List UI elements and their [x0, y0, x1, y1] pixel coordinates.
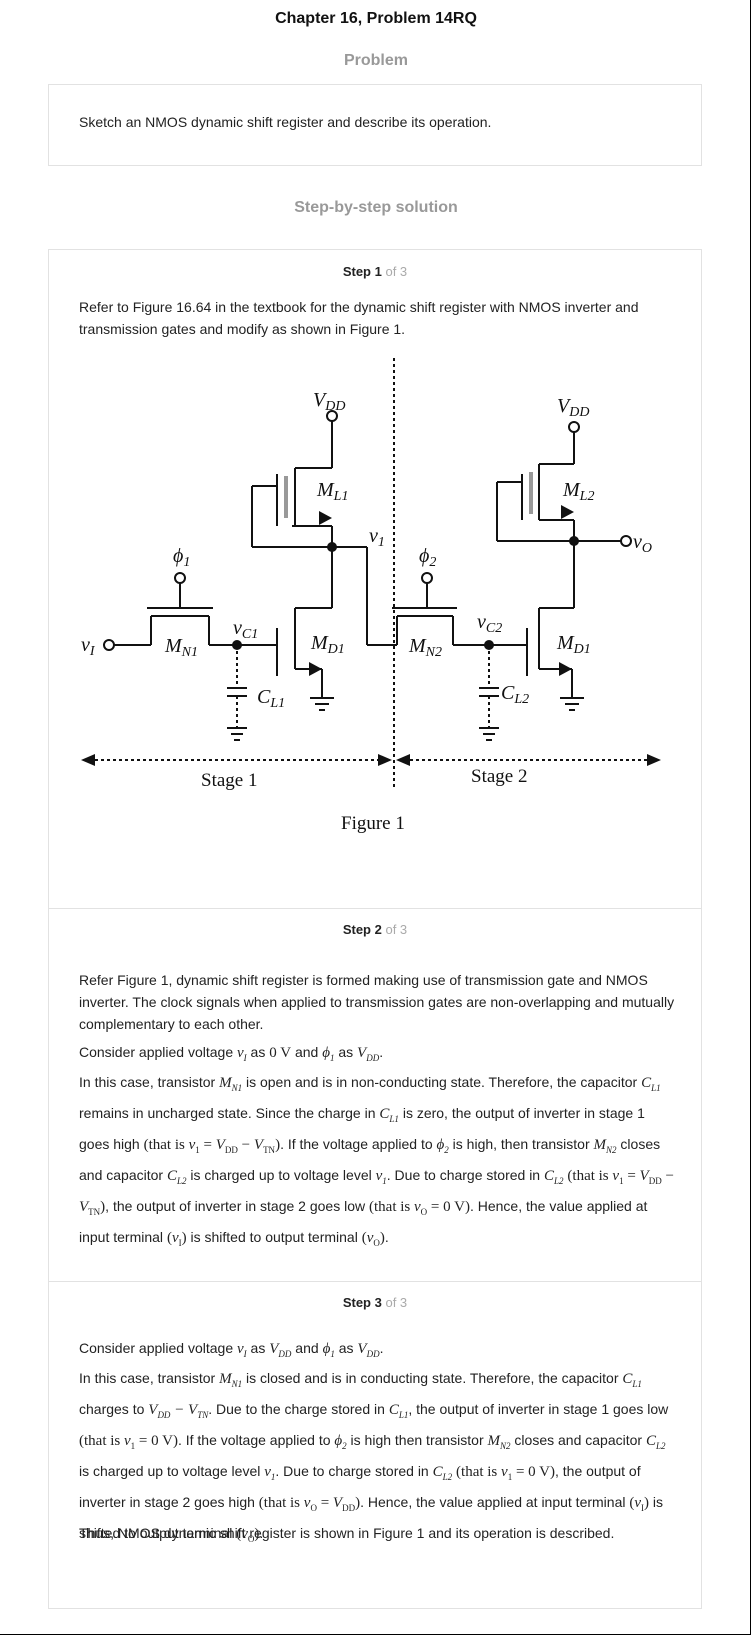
step-2-paragraph-3: In this case, transistor MN1 is open and…: [79, 1074, 674, 1248]
label-mn1: MN1: [164, 635, 198, 660]
label-phi2: ϕ2: [419, 545, 436, 570]
label-cl2: CL2: [501, 682, 529, 707]
problem-box: Sketch an NMOS dynamic shift register an…: [48, 84, 702, 166]
step-3-label: Step 3: [342, 1295, 382, 1310]
step-2-of: of 3: [385, 922, 408, 937]
label-cl1: CL1: [257, 686, 285, 711]
label-v1: v1: [369, 525, 385, 550]
label-mn2: MN2: [408, 635, 442, 660]
label-vc1: vC1: [233, 617, 258, 642]
label-vdd-2: VDD: [557, 395, 589, 420]
label-stage-2: Stage 2: [471, 766, 527, 787]
step-1-header: Step 1 of 3: [49, 264, 701, 279]
label-ml2: ML2: [562, 479, 594, 504]
label-ml1: ML1: [316, 479, 348, 504]
step-1-intro: Refer to Figure 16.64 in the textbook fo…: [79, 299, 639, 337]
step-2-label: Step 2: [342, 922, 382, 937]
step-1-label: Step 1: [342, 264, 382, 279]
solution-box: Step 1 of 3 Refer to Figure 16.64 in the…: [48, 249, 702, 1609]
step-3-paragraph-1: Consider applied voltage vI as VDD and ϕ…: [79, 1340, 384, 1359]
solution-heading: Step-by-step solution: [294, 199, 458, 216]
step-2-paragraph-2: Consider applied voltage vI as 0 V and ϕ…: [79, 1044, 384, 1063]
step-2-paragraph-1: Refer Figure 1, dynamic shift register i…: [79, 972, 675, 1032]
page-title: Chapter 16, Problem 14RQ: [275, 10, 477, 27]
step-3-paragraph-2: In this case, transistor MN1 is closed a…: [79, 1370, 669, 1544]
problem-text: Sketch an NMOS dynamic shift register an…: [79, 114, 492, 130]
step-3-of: of 3: [385, 1295, 408, 1310]
figure-1-circuit: VDD VDD ML1 ML2 v1 vO ϕ1 ϕ2 vI MN1 MN2 v…: [81, 358, 661, 834]
figure-caption: Figure 1: [341, 813, 405, 834]
label-md1: MD1: [310, 632, 345, 657]
step-2-title: Step 2 of 3: [49, 922, 701, 937]
step-3-title: Step 3 of 3: [49, 1295, 701, 1310]
label-vi: vI: [81, 634, 96, 659]
label-vo: vO: [633, 531, 652, 556]
label-md1-stage2: MD1: [556, 632, 591, 657]
problem-heading: Problem: [343, 52, 408, 69]
step-3-paragraph-3: Thus, NMOS dynamic shift register is sho…: [79, 1525, 615, 1541]
label-vdd-1: VDD: [313, 389, 345, 414]
step-divider: [49, 908, 701, 909]
step-1-of: of 3: [385, 264, 408, 279]
label-stage-1: Stage 1: [201, 770, 257, 791]
step-divider: [49, 1281, 701, 1282]
label-vc2: vC2: [477, 611, 502, 636]
label-phi1: ϕ1: [173, 545, 190, 570]
